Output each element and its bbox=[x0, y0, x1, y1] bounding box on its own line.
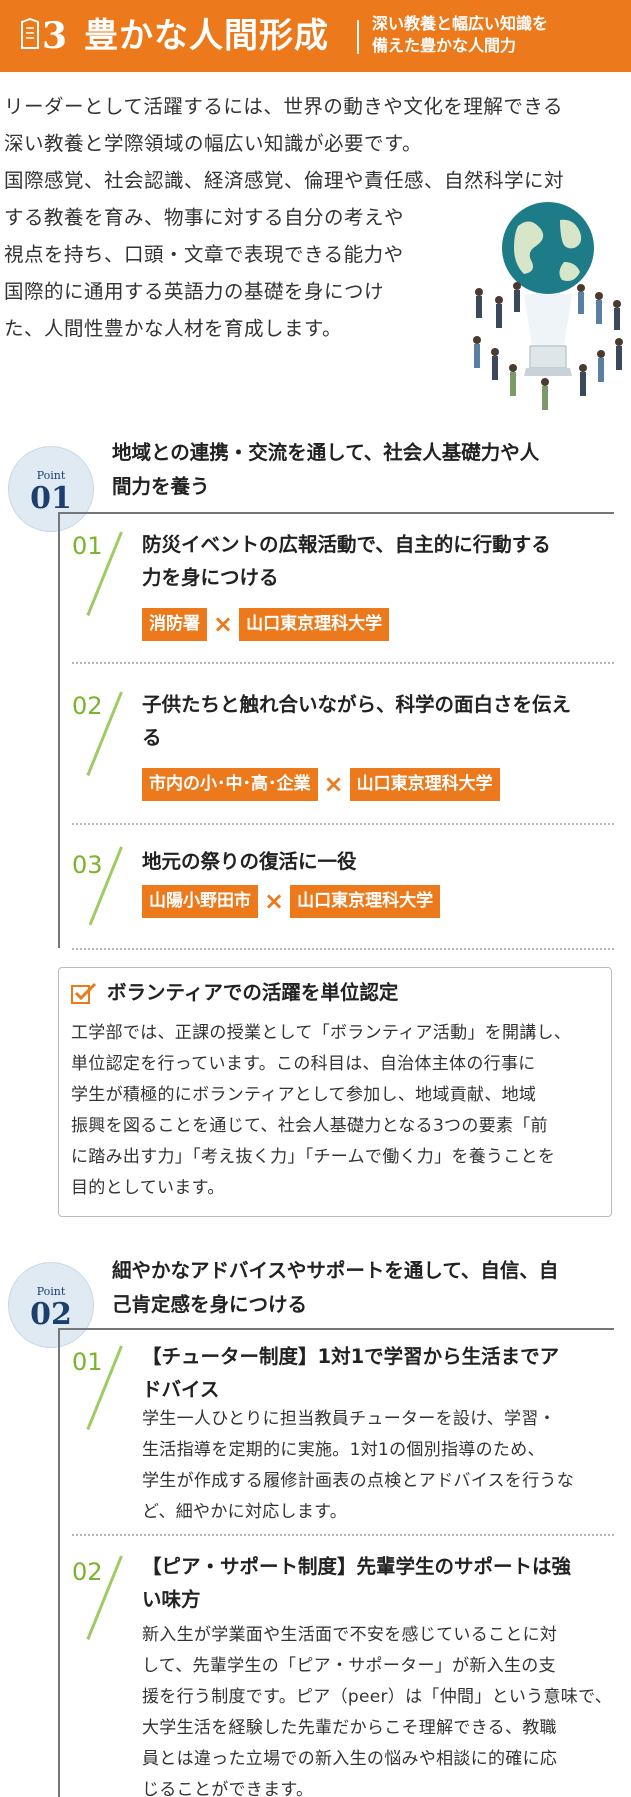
section-header: 3 豊かな人間形成 深い教養と幅広い知識を 備えた豊かな人間力 bbox=[0, 0, 631, 72]
tag: 山口東京理科大学 bbox=[239, 608, 390, 641]
item-description: 新入生が学業面や生活面で不安を感じていることに対 して、先輩学生の「ピア・サポー… bbox=[142, 1625, 613, 1797]
item-title: 【チューター制度】1対1で学習から生活までア ドバイス bbox=[142, 1345, 560, 1401]
point-02-title: 細やかなアドバイスやサポートを通して、自信、自 己肯定感を身につける bbox=[112, 1259, 559, 1316]
point-01-item-02: 02 子供たちと触れ合いながら、科学の面白さを伝え る 市内の小･中･高･企業 … bbox=[60, 684, 614, 814]
divider bbox=[72, 948, 614, 950]
header-divider bbox=[357, 20, 359, 54]
item-title: 子供たちと触れ合いながら、科学の面白さを伝え る bbox=[142, 693, 572, 749]
item-number: 01 bbox=[72, 532, 103, 560]
item-title: 地元の祭りの復活に一役 bbox=[142, 850, 357, 873]
point-02-frame-left bbox=[58, 1328, 60, 1797]
volunteer-body: 工学部では、正課の授業として「ボランティア活動」を開講し、 単位認定を行っていま… bbox=[71, 1023, 572, 1198]
item-number: 01 bbox=[72, 1348, 103, 1376]
item-title: 防災イベントの広報活動で、自主的に行動する 力を身につける bbox=[142, 533, 551, 589]
item-number: 03 bbox=[72, 851, 103, 879]
point-01-item-01: 01 防災イベントの広報活動で、自主的に行動する 力を身につける 消防署 × 山… bbox=[60, 524, 614, 654]
section-subtitle: 深い教養と幅広い知識を 備えた豊かな人間力 bbox=[372, 14, 549, 55]
book-icon bbox=[21, 18, 39, 49]
point-01-items-frame bbox=[58, 514, 614, 948]
item-number: 02 bbox=[72, 1558, 103, 1586]
item-tags: 山陽小野田市 × 山口東京理科大学 bbox=[142, 885, 441, 918]
item-tags: 消防署 × 山口東京理科大学 bbox=[142, 608, 390, 641]
tag: 市内の小･中･高･企業 bbox=[142, 768, 318, 801]
point-02-item-01: 01 【チューター制度】1対1で学習から生活までア ドバイス 学生一人ひとりに担… bbox=[60, 1338, 614, 1524]
section-title: 豊かな人間形成 bbox=[84, 16, 329, 56]
divider bbox=[72, 1534, 614, 1536]
point-01-badge: Point 01 bbox=[8, 446, 94, 532]
intro-text: リーダーとして活躍するには、世界の動きや文化を理解できる 深い教養と学際領域の幅… bbox=[4, 95, 565, 340]
point-01-frame-top bbox=[58, 512, 614, 514]
tag: 山口東京理科大学 bbox=[290, 885, 441, 918]
tag: 山口東京理科大学 bbox=[349, 768, 500, 801]
point-02-item-02: 02 【ピア・サポート制度】先輩学生のサポートは強 い味方 新入生が学業面や生活… bbox=[60, 1548, 614, 1797]
volunteer-credit-box: ボランティアでの活躍を単位認定 工学部では、正課の授業として「ボランティア活動」… bbox=[58, 967, 612, 1217]
divider bbox=[72, 823, 614, 825]
tag: 山陽小野田市 bbox=[142, 885, 258, 918]
item-number: 02 bbox=[72, 692, 103, 720]
point-02-frame-top bbox=[58, 1328, 614, 1330]
point-01-title: 地域との連携・交流を通して、社会人基礎力や人 間力を養う bbox=[112, 441, 540, 498]
times-icon: × bbox=[323, 770, 344, 798]
item-description: 学生一人ひとりに担当教員チューターを設け、学習・ 生活指導を定期的に実施。1対1… bbox=[142, 1409, 574, 1522]
divider bbox=[72, 662, 614, 664]
section-number: 3 bbox=[42, 15, 68, 57]
item-tags: 市内の小･中･高･企業 × 山口東京理科大学 bbox=[142, 768, 500, 801]
point-02-badge: Point 02 bbox=[8, 1262, 94, 1348]
point-01-item-03: 03 地元の祭りの復活に一役 山陽小野田市 × 山口東京理科大学 bbox=[60, 843, 614, 939]
item-title: 【ピア・サポート制度】先輩学生のサポートは強 い味方 bbox=[142, 1555, 572, 1611]
checkbox-icon bbox=[71, 982, 97, 1004]
volunteer-title: ボランティアでの活躍を単位認定 bbox=[107, 981, 399, 1004]
times-icon: × bbox=[213, 610, 234, 638]
tag: 消防署 bbox=[142, 608, 207, 641]
globe-people-illustration bbox=[473, 202, 623, 410]
times-icon: × bbox=[264, 887, 285, 915]
